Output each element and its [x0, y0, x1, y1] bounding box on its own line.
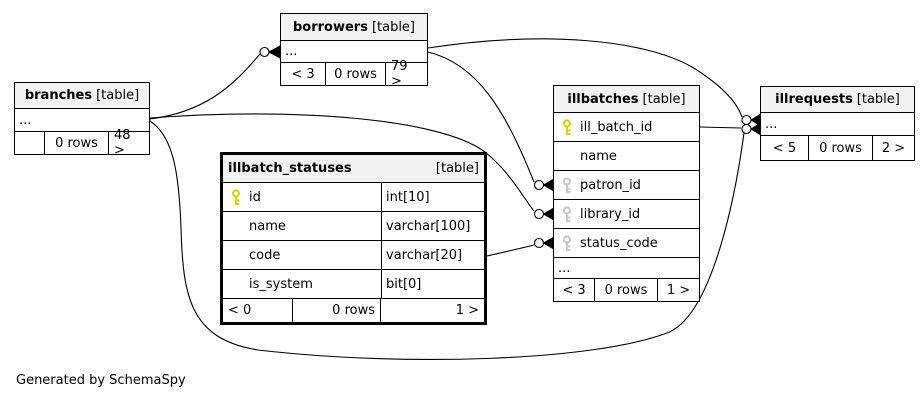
footer-prev-count: < 0	[223, 299, 293, 322]
footer-prev-count: < 3	[554, 279, 595, 301]
table-branches-name: branches	[24, 88, 93, 103]
column-name: name	[580, 148, 617, 164]
ellipsis-label: ...	[765, 116, 778, 132]
column-row-status-code: status_code	[554, 229, 699, 258]
footer-prev-count: < 3	[281, 63, 326, 85]
table-illbatches-ellipsis-row: ...	[554, 258, 699, 279]
table-illbatch-statuses: illbatch_statuses [table] id int[10] nam…	[220, 152, 487, 325]
table-borrowers-footer: < 3 0 rows 79 >	[281, 59, 427, 89]
column-type: varchar[100]	[381, 212, 484, 240]
ellipsis-label: ...	[285, 44, 298, 59]
column-name: name	[249, 218, 286, 234]
column-name: id	[249, 189, 261, 205]
column-name: code	[249, 247, 281, 263]
table-illbatch-statuses-tag: [table]	[435, 161, 479, 176]
table-branches-footer: 0 rows 48 >	[15, 128, 149, 158]
column-name: is_system	[249, 276, 313, 292]
foreign-key-icon	[554, 205, 580, 223]
table-illrequests-ellipsis-row: ...	[761, 113, 914, 136]
footer-next-count: 1 >	[455, 303, 479, 318]
footer-next-count: 79 >	[391, 59, 408, 89]
connector-end-illbatches-library-id	[533, 207, 554, 221]
table-branches: branches[table] ... 0 rows 48 >	[14, 82, 150, 158]
column-row-name: name varchar[100]	[223, 212, 484, 241]
footer-prev-count	[15, 132, 45, 154]
foreign-key-icon	[554, 234, 580, 252]
table-illbatch-statuses-name: illbatch_statuses	[228, 161, 352, 176]
table-illrequests-tag: [table]	[856, 92, 900, 107]
footer-next-count: 48 >	[114, 128, 131, 158]
footer-row-count: 0 rows	[326, 63, 386, 85]
column-type: varchar[20]	[381, 241, 484, 269]
edge-branches-borrowers	[149, 53, 261, 120]
column-type: bit[0]	[381, 270, 484, 298]
column-row-library-id: library_id	[554, 200, 699, 229]
column-type: int[10]	[381, 183, 484, 211]
table-branches-header[interactable]: branches[table]	[15, 83, 149, 109]
footer-next-count: 2 >	[881, 140, 906, 156]
table-borrowers-header[interactable]: borrowers[table]	[281, 14, 427, 41]
primary-key-icon	[554, 118, 580, 136]
column-name: patron_id	[580, 177, 641, 193]
connector-end-borrowers	[259, 45, 281, 59]
column-name: library_id	[580, 206, 641, 222]
footer-row-count: 0 rows	[45, 132, 109, 154]
table-illbatch-statuses-footer: < 0 0 rows 1 >	[223, 299, 484, 322]
table-illrequests-footer: < 5 0 rows 2 >	[761, 136, 914, 160]
table-illbatch-statuses-header[interactable]: illbatch_statuses [table]	[223, 155, 484, 183]
table-branches-ellipsis-row: ...	[15, 109, 149, 132]
column-row-is-system: is_system bit[0]	[223, 270, 484, 299]
column-name: status_code	[580, 235, 658, 251]
primary-key-icon	[223, 188, 249, 206]
connector-end-illbatches-status-code	[533, 236, 554, 250]
connector-end-illrequests-top	[741, 113, 761, 127]
footer-row-count: 0 rows	[809, 136, 873, 160]
column-row-id: id int[10]	[223, 183, 484, 212]
table-illbatches-tag: [table]	[642, 91, 686, 107]
column-name: ill_batch_id	[580, 119, 653, 135]
ellipsis-label: ...	[558, 260, 571, 276]
column-row-ill-batch-id: ill_batch_id	[554, 113, 699, 142]
table-borrowers-name: borrowers	[292, 19, 368, 35]
generated-by-note: Generated by SchemaSpy	[16, 373, 186, 388]
column-row-code: code varchar[20]	[223, 241, 484, 270]
table-illrequests: illrequests[table] ... < 5 0 rows 2 >	[760, 86, 915, 161]
column-row-name: name	[554, 142, 699, 171]
table-illbatches: illbatches[table] ill_batch_id name patr…	[553, 85, 700, 302]
table-illrequests-name: illrequests	[775, 92, 853, 107]
connector-end-illrequests-bottom	[741, 122, 761, 136]
table-borrowers-tag: [table]	[371, 19, 416, 35]
table-illbatches-footer: < 3 0 rows 1 >	[554, 279, 699, 301]
edge-illbatches-illrequests	[699, 126, 742, 129]
table-illrequests-header[interactable]: illrequests[table]	[761, 87, 914, 113]
table-borrowers-ellipsis-row: ...	[281, 41, 427, 63]
footer-prev-count: < 5	[761, 136, 809, 160]
footer-next-count: 1 >	[666, 282, 691, 298]
connector-end-illbatches-patron-id	[533, 178, 554, 192]
table-illbatches-header[interactable]: illbatches[table]	[554, 86, 699, 113]
foreign-key-icon	[554, 176, 580, 194]
edge-illbatch-statuses-illbatches-status-code	[486, 244, 535, 257]
ellipsis-label: ...	[19, 112, 32, 128]
footer-row-count: 0 rows	[293, 299, 381, 322]
footer-row-count: 0 rows	[595, 279, 658, 301]
table-illbatches-name: illbatches	[567, 91, 639, 107]
table-branches-tag: [table]	[96, 88, 140, 103]
table-borrowers: borrowers[table] ... < 3 0 rows 79 >	[280, 13, 428, 89]
column-row-patron-id: patron_id	[554, 171, 699, 200]
